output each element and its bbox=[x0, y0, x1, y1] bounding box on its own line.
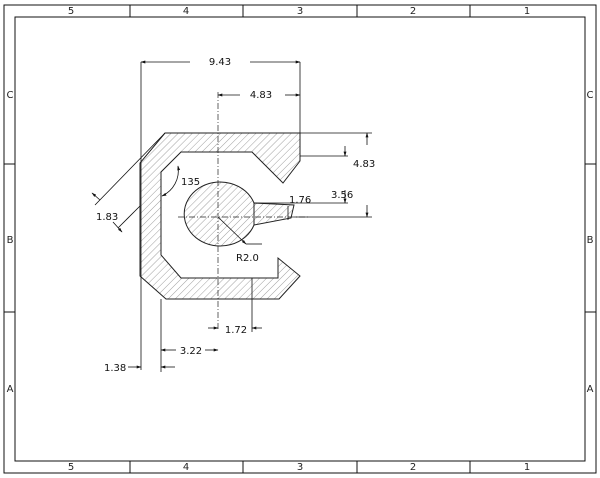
dimension-center-offset bbox=[208, 278, 262, 332]
dimension-radius-label: R2.0 bbox=[236, 253, 259, 264]
dimension-opening-offset-label: 4.83 bbox=[250, 90, 272, 101]
dimension-radius bbox=[217, 216, 262, 245]
drawing-border bbox=[3, 4, 597, 474]
part-section bbox=[139, 132, 301, 300]
dimension-angle-label: 135 bbox=[181, 177, 200, 188]
left-zone-a: A bbox=[7, 384, 14, 395]
dimension-overall-width-label: 9.43 bbox=[209, 57, 231, 68]
bottom-zone-3: 3 bbox=[297, 462, 303, 473]
left-zone-b: B bbox=[7, 235, 14, 246]
dimension-left-offset-label: 3.22 bbox=[180, 346, 202, 357]
top-zone-5: 5 bbox=[68, 6, 74, 17]
dimension-right-height bbox=[300, 132, 372, 157]
top-zone-3: 3 bbox=[297, 6, 303, 17]
bottom-zone-2: 2 bbox=[410, 462, 416, 473]
bottom-zone-1: 1 bbox=[524, 462, 530, 473]
dimension-angle bbox=[161, 165, 181, 197]
dimension-slot-height bbox=[254, 190, 372, 218]
right-zone-a: A bbox=[587, 384, 594, 395]
top-zone-2: 2 bbox=[410, 6, 416, 17]
hub-circle bbox=[183, 181, 255, 247]
top-zone-1: 1 bbox=[524, 6, 530, 17]
dimension-left-offset bbox=[160, 299, 219, 372]
right-zone-b: B bbox=[587, 235, 594, 246]
dimension-wall-thickness-label: 1.83 bbox=[96, 212, 118, 223]
dimension-edge-offset-label: 1.38 bbox=[104, 363, 126, 374]
bottom-zone-5: 5 bbox=[68, 462, 74, 473]
dimension-overall-width bbox=[140, 60, 301, 370]
dimension-slot-height-label: 3.56 bbox=[331, 190, 353, 201]
bottom-zone-4: 4 bbox=[183, 462, 189, 473]
dimension-right-height-label: 4.83 bbox=[353, 159, 375, 170]
top-zone-4: 4 bbox=[183, 6, 189, 17]
dimension-slot-width-label: 1.76 bbox=[289, 195, 311, 206]
right-zone-c: C bbox=[587, 90, 594, 101]
hub-slot bbox=[253, 202, 295, 226]
dimension-wall-thickness bbox=[91, 132, 166, 233]
left-zone-c: C bbox=[7, 90, 14, 101]
dimension-center-offset-label: 1.72 bbox=[225, 325, 247, 336]
